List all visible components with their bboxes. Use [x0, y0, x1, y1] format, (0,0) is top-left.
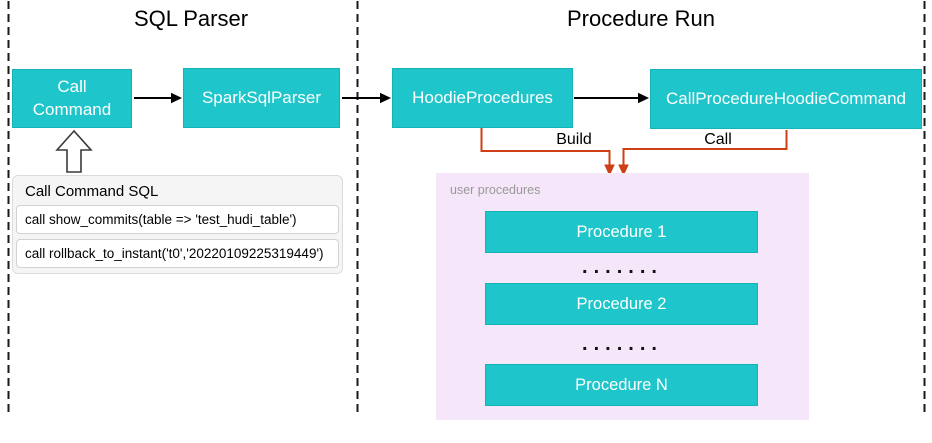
sql-parser-section-title: SQL Parser: [133, 6, 249, 31]
call-command-sql-panel: Call Command SQL call show_commits(table…: [12, 175, 343, 274]
user-procedures-label: user procedures: [450, 183, 541, 197]
node-callprocedurehoodiecommand: CallProcedureHoodieCommand: [650, 69, 922, 129]
arrowhead-hoodieprocedures-to-callprocedurecommand: [638, 92, 649, 104]
ellipsis-row: .......: [582, 333, 663, 355]
procedure-box-n-label: Procedure N: [575, 375, 668, 394]
node-callprocedurehoodiecommand-label: CallProcedureHoodieCommand: [665, 88, 906, 108]
sql-row: call show_commits(table => 'test_hudi_ta…: [16, 205, 339, 234]
procedure-box-1-label: Procedure 1: [576, 222, 667, 241]
ellipsis-row: .......: [582, 256, 663, 278]
arrowhead-callcommand-to-sparksqlparser: [171, 92, 182, 104]
call-edge-label: Call: [704, 131, 732, 148]
node-sparksqlparser-label: SparkSqlParser: [201, 87, 322, 107]
procedure-box-2-label: Procedure 2: [576, 294, 667, 313]
build-edge-label: Build: [556, 131, 592, 148]
procedure-run-section-title: Procedure Run: [567, 6, 715, 31]
procedure-box-n: Procedure N: [485, 364, 758, 406]
procedure-box-2: Procedure 2: [485, 283, 758, 325]
arrowhead-sparksqlparser-to-hoodieprocedures: [380, 92, 391, 104]
user-procedures-container: user procedures Procedure 1 ....... Proc…: [436, 173, 809, 420]
sql-row: call rollback_to_instant('t0','202201092…: [16, 239, 339, 268]
node-call-command-label: Call Command: [32, 77, 112, 119]
sql-panel-title: Call Command SQL: [25, 183, 159, 200]
node-sparksqlparser: SparkSqlParser: [183, 68, 340, 128]
node-call-command: Call Command: [12, 69, 132, 128]
procedure-box-1: Procedure 1: [485, 211, 758, 253]
node-hoodieprocedures: HoodieProcedures: [392, 68, 573, 128]
up-arrow: [55, 129, 93, 173]
node-hoodieprocedures-label: HoodieProcedures: [412, 87, 553, 107]
